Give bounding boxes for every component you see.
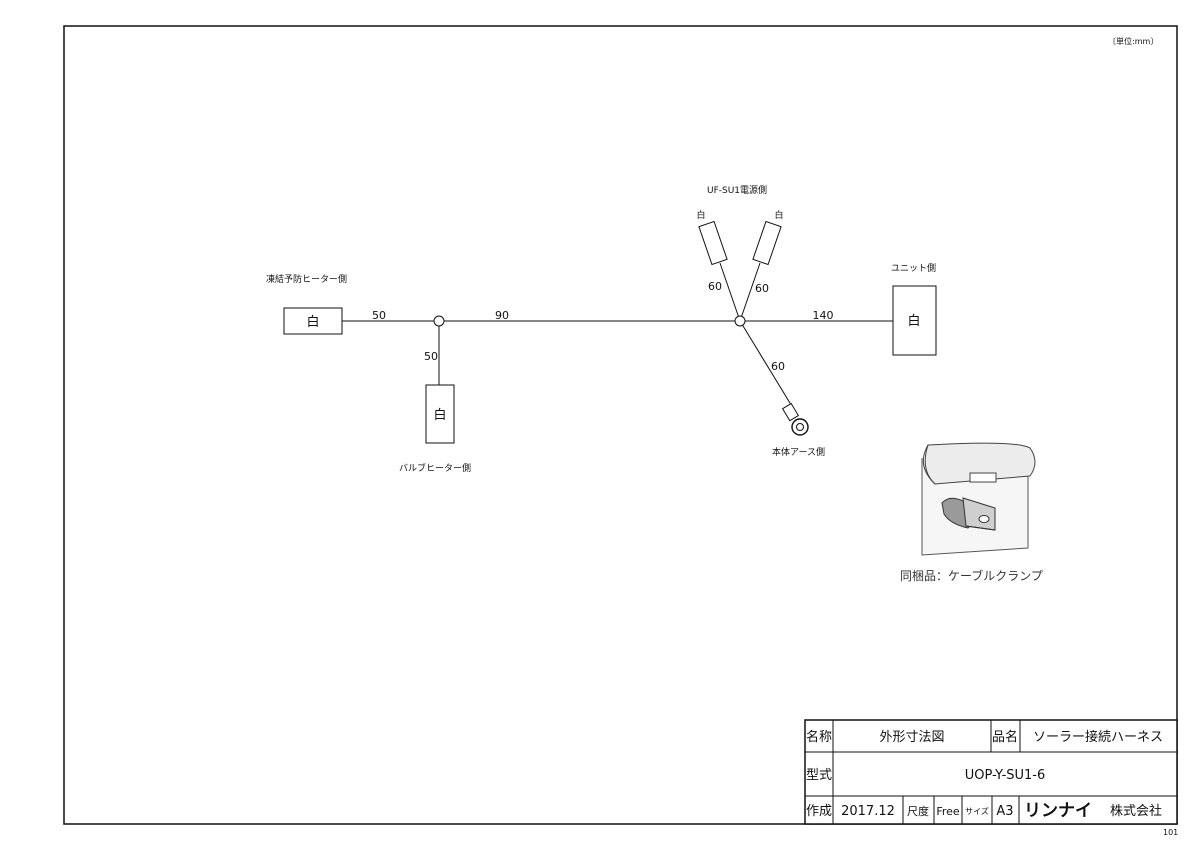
valve-heater-label: バルブヒーター側: [399, 462, 471, 474]
tb-date: 2017.12: [841, 804, 895, 819]
freeze-heater-connector-color: 白: [306, 314, 319, 330]
junction-right: [734, 315, 746, 327]
dim-seg-left: 50: [372, 309, 386, 322]
power-branch-left-wire: [719, 262, 741, 322]
junction-left: [433, 315, 445, 327]
sheet-number: 101: [1163, 828, 1178, 837]
tb-brand: リンナイ: [1024, 801, 1092, 821]
power-connector-right: [752, 220, 782, 266]
tb-size-value: A3: [996, 804, 1013, 819]
tb-scale-value: Free: [936, 805, 960, 818]
tb-name-value: 外形寸法図: [879, 730, 944, 745]
dim-drop-valve: 50: [424, 350, 438, 363]
dim-branch-right: 60: [755, 282, 769, 295]
cable-clamp-illustration: [921, 442, 1036, 556]
power-connector-left-color: 白: [696, 209, 705, 221]
tb-product-label: 品名: [992, 729, 1018, 745]
freeze-heater-connector: [283, 307, 343, 335]
tb-name-label: 名称: [806, 729, 832, 745]
unit-side-label: ユニット側: [891, 262, 936, 274]
tb-scale-label: 尺度: [907, 804, 929, 818]
dim-seg-right: 140: [813, 309, 834, 322]
earth-side-label: 本体アース側: [772, 446, 825, 458]
freeze-heater-label: 凍結予防ヒーター側: [266, 273, 347, 285]
unit-note: 〔単位:mm〕: [1108, 36, 1158, 46]
earth-terminal: [781, 402, 800, 422]
valve-heater-connector: [425, 384, 455, 444]
tb-size-label: サイズ: [965, 806, 989, 816]
title-block: [804, 719, 1178, 825]
valve-heater-connector-color: 白: [433, 407, 446, 423]
power-connector-left: [698, 220, 728, 266]
earth-branch-wire: [739, 320, 794, 409]
unit-side-connector-color: 白: [907, 313, 920, 329]
dim-branch-left: 60: [708, 280, 722, 293]
tb-model-value: UOP-Y-SU1-6: [965, 768, 1046, 783]
power-connector-right-color: 白: [774, 209, 783, 221]
power-side-label: UF-SU1電源側: [707, 184, 767, 196]
tb-made-label: 作成: [806, 804, 832, 819]
power-branch-right-wire: [739, 262, 761, 322]
unit-side-connector: [892, 285, 937, 356]
sheet-frame: [63, 25, 1178, 825]
earth-ring-hole: [796, 423, 804, 431]
clamp-caption: 同梱品：ケーブルクランプ: [900, 568, 1043, 583]
tb-product-value: ソーラー接続ハーネス: [1033, 729, 1163, 745]
dim-seg-mid: 90: [495, 309, 509, 322]
dim-branch-earth: 60: [771, 360, 785, 373]
tb-model-label: 型式: [806, 768, 832, 783]
tb-company-suffix: 株式会社: [1110, 803, 1162, 819]
